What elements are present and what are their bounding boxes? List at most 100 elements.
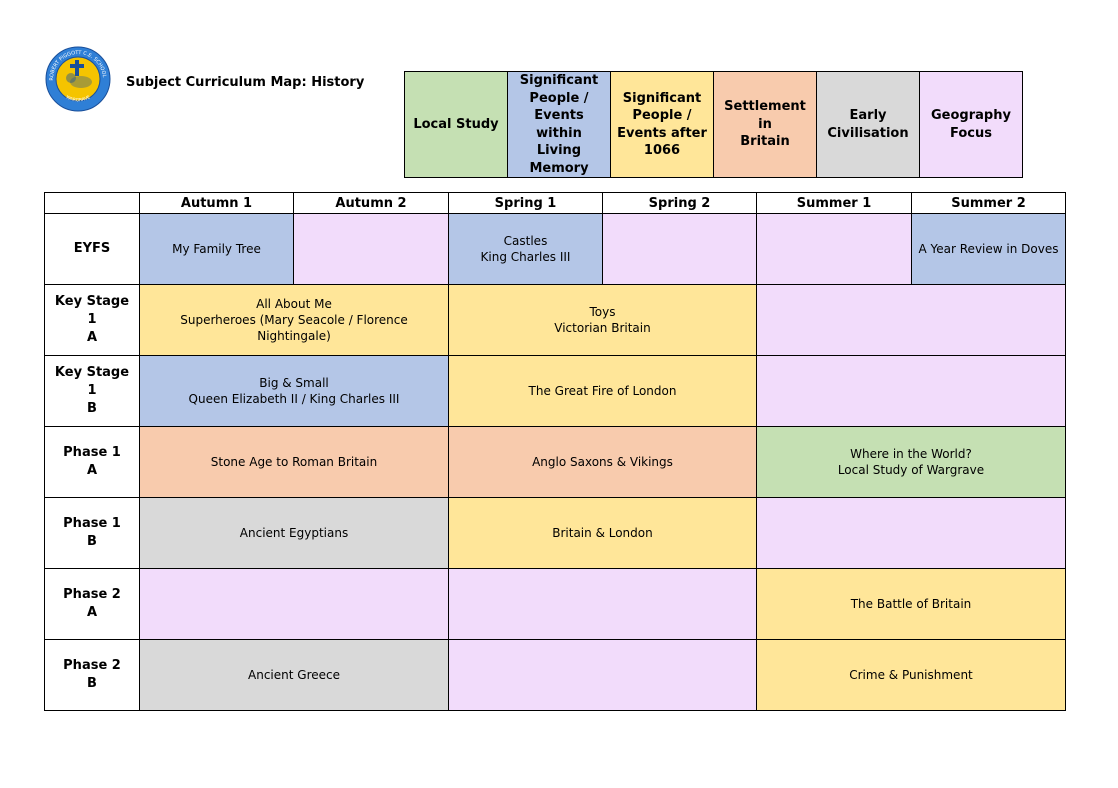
cell-text-line: People / — [529, 90, 589, 106]
column-header: Summer 2 — [911, 192, 1066, 214]
school-logo: ROBERT PIGGOTT C.E. SCHOOLS WARGRAVE — [45, 46, 111, 112]
cell-text-line: Events after — [617, 125, 707, 141]
svg-text:WARGRAVE: WARGRAVE — [65, 94, 91, 103]
topic-cell — [756, 497, 1066, 569]
column-header: Autumn 2 — [293, 192, 449, 214]
key-item: Local Study — [404, 71, 508, 178]
cell-text-line: Big & Small — [259, 376, 329, 390]
row-label: Phase 2 A — [44, 568, 140, 640]
column-header: Summer 1 — [756, 192, 912, 214]
topic-cell: Crime & Punishment — [756, 639, 1066, 711]
cell-text-line: The Great Fire of London — [528, 384, 677, 398]
cell-text-line: Castles — [503, 234, 548, 248]
cell-text-line: Key Stage 1 — [54, 294, 130, 327]
cell-text-line: Britain — [740, 134, 790, 150]
topic-cell — [602, 213, 757, 285]
logo-text-bottom: WARGRAVE — [65, 94, 91, 103]
row-label: Phase 1 A — [44, 426, 140, 498]
cell-text-line: EYFS — [73, 241, 111, 256]
cell-text-line: Anglo Saxons & Vikings — [532, 455, 673, 469]
table-row: Key Stage 1 A All About Me Superheroes (Mar… — [44, 284, 1066, 356]
lion-icon — [66, 73, 92, 88]
column-header: Autumn 1 — [139, 192, 294, 214]
cell-text-line: Significant — [622, 90, 702, 106]
topic-cell: My Family Tree — [139, 213, 294, 285]
cell-text-line: Focus — [950, 125, 992, 141]
cell-text-line: Settlement in — [724, 99, 806, 132]
topic-cell — [448, 639, 757, 711]
cell-text-line: A Year Review in Doves — [918, 242, 1059, 256]
table-row: Phase 2 A The Battle of Britain — [44, 568, 1066, 640]
key-item: Settlement in Britain — [713, 71, 817, 178]
cell-text-line: Local Study — [413, 116, 499, 132]
cell-text-line: Civilisation — [827, 125, 909, 141]
page-title: Subject Curriculum Map: History — [126, 75, 365, 90]
cell-text-line: A — [86, 330, 98, 345]
cell-text-line: Significant — [519, 73, 599, 88]
cell-text-line: Events within — [534, 108, 584, 141]
cell-text-line: Living — [536, 143, 582, 158]
cell-text-line: A — [86, 463, 98, 478]
topic-cell: Britain & London — [448, 497, 757, 569]
row-label: Key Stage 1 A — [44, 284, 140, 356]
topic-cell — [139, 568, 449, 640]
cell-text-line: A — [86, 605, 98, 620]
cell-text-line: Superheroes (Mary Seacole / Florence Nig… — [180, 313, 408, 343]
row-label: EYFS — [44, 213, 140, 285]
cell-text-line: King Charles III — [480, 250, 571, 264]
cell-text-line: B — [87, 676, 97, 691]
cell-text-line: B — [87, 401, 97, 416]
cell-text-line: Phase 2 — [63, 587, 121, 602]
cell-text-line: All About Me — [256, 297, 332, 311]
cell-text-line: Geography — [931, 108, 1011, 123]
table-row: Phase 1 A Stone Age to Roman Britain Anglo … — [44, 426, 1066, 498]
topic-cell: A Year Review in Doves — [911, 213, 1066, 285]
topic-cell: Where in the World? Local Study of Wargra… — [756, 426, 1066, 498]
column-header: Spring 2 — [602, 192, 757, 214]
row-label: Phase 2 B — [44, 639, 140, 711]
cell-text-line: Phase 2 — [63, 658, 121, 673]
cell-text-line: Queen Elizabeth II / King Charles III — [188, 392, 400, 406]
cell-text-line: Stone Age to Roman Britain — [210, 455, 378, 469]
cell-text-line: Local Study of Wargrave — [837, 463, 985, 477]
topic-cell: Anglo Saxons & Vikings — [448, 426, 757, 498]
cell-text-line: The Battle of Britain — [850, 597, 972, 611]
cell-text-line: Phase 1 — [63, 516, 121, 531]
cell-text-line: People / — [632, 108, 692, 123]
cross-icon — [70, 60, 84, 76]
topic-cell: The Great Fire of London — [448, 355, 757, 427]
cell-text-line: Memory — [529, 160, 589, 176]
cell-text-line: Where in the World? — [850, 447, 972, 461]
cell-text-line: Ancient Greece — [248, 668, 340, 682]
cell-text-line: Toys — [589, 305, 616, 319]
cell-text-line: Crime & Punishment — [849, 668, 973, 682]
cell-text-line: 1066 — [643, 143, 681, 158]
topic-cell: Ancient Egyptians — [139, 497, 449, 569]
topic-cell — [448, 568, 757, 640]
table-row: Phase 2 B Ancient Greece Crime & Punishment — [44, 639, 1066, 711]
topic-cell: All About Me Superheroes (Mary Seacole / … — [139, 284, 449, 356]
topic-cell: Ancient Greece — [139, 639, 449, 711]
cell-text-line: Early — [849, 108, 887, 123]
topic-cell: The Battle of Britain — [756, 568, 1066, 640]
topic-cell — [293, 213, 449, 285]
cell-text-line: Phase 1 — [63, 445, 121, 460]
topic-cell: Stone Age to Roman Britain — [139, 426, 449, 498]
